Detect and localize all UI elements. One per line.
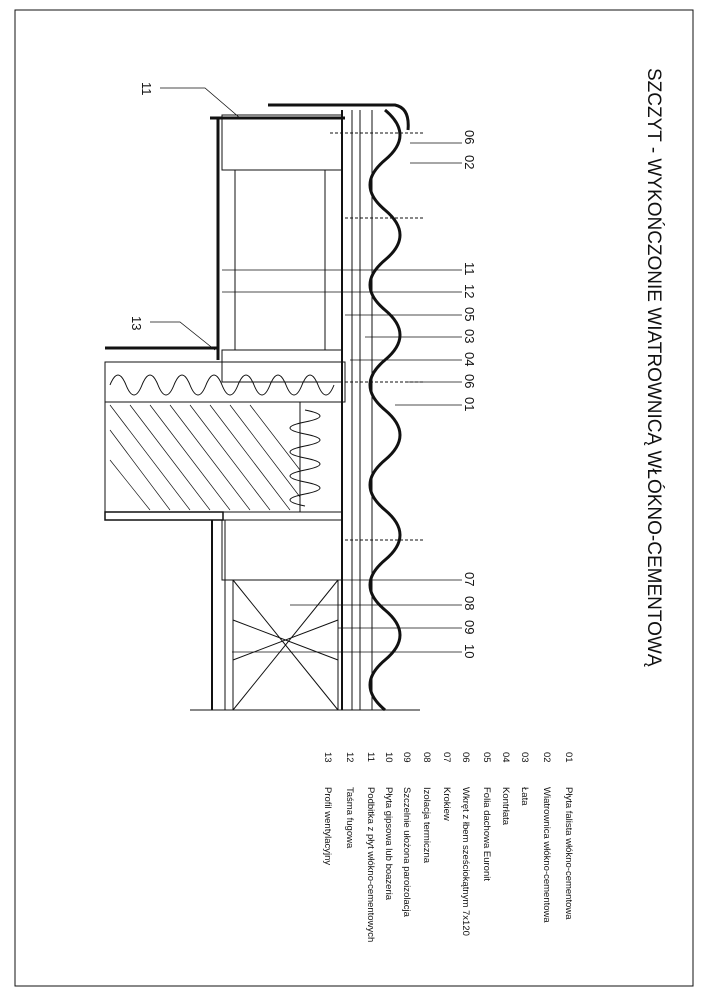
drawing-title: SZCZYT - WYKOŃCZONIE WIATROWNICĄ WŁÓKNO-… [643,68,665,667]
callouts-top: 06 02 [462,130,477,169]
legend-label: Wiatrownica włókno-cementowa [541,787,552,923]
legend-number: 03 [519,752,530,763]
legend-label: Krokiew [441,787,452,821]
callout-label: 03 [462,329,477,343]
legend-label: Podbitka z płyt włókno-cementowych [365,787,376,942]
callout-label: 02 [462,155,477,169]
callout-label: 07 [462,572,477,586]
callout-label: 11 [462,262,477,276]
callout-label: 04 [462,352,477,366]
callout-label: 06 [462,374,477,388]
drawing-frame [14,9,694,987]
legend-number: 07 [441,752,452,763]
callouts-middle: 11 12 05 03 04 06 01 [462,262,477,411]
legend-number: 13 [322,752,333,763]
legend-number: 12 [344,752,355,763]
legend-number: 05 [481,752,492,763]
callouts-bottom: 07 08 09 10 [462,572,477,658]
callout-label: 09 [462,620,477,634]
legend-label: Taśma fugowa [344,787,355,849]
legend-label: Profil wentylacyjny [322,787,333,865]
legend-number: 11 [365,752,376,762]
legend-number: 06 [460,752,471,763]
legend-label: Łata [519,787,530,806]
callout-label: 12 [462,284,477,298]
callout-label: 10 [462,644,477,658]
callout-label: 05 [462,307,477,321]
callout-label: 01 [462,397,477,411]
legend-label: Płyta falista włókno-cementowa [563,787,574,920]
legend-label: Wkręt z łbem sześciokątnym 7x120 [460,787,471,936]
legend-number: 01 [563,752,574,763]
callout-label: 06 [462,130,477,144]
legend-number: 02 [541,752,552,763]
callout-label: 11 [139,82,154,96]
legend-label: Kontrłata [500,787,511,826]
legend-number: 09 [401,752,412,763]
legend-number: 10 [383,752,394,763]
construction-section [104,87,462,712]
callout-label: 08 [462,596,477,610]
legend-label: Folia dachowa Euronit [481,787,492,881]
legend-number: 08 [421,752,432,763]
legend-number: 04 [500,752,511,763]
legend-label: Szczelnie ułożona paroizolacja [401,787,412,918]
legend-label: Płyta gipsowa lub boazeria [383,787,394,901]
legend-label: Izolacja termiczna [421,787,432,864]
callout-label: 13 [129,316,144,330]
